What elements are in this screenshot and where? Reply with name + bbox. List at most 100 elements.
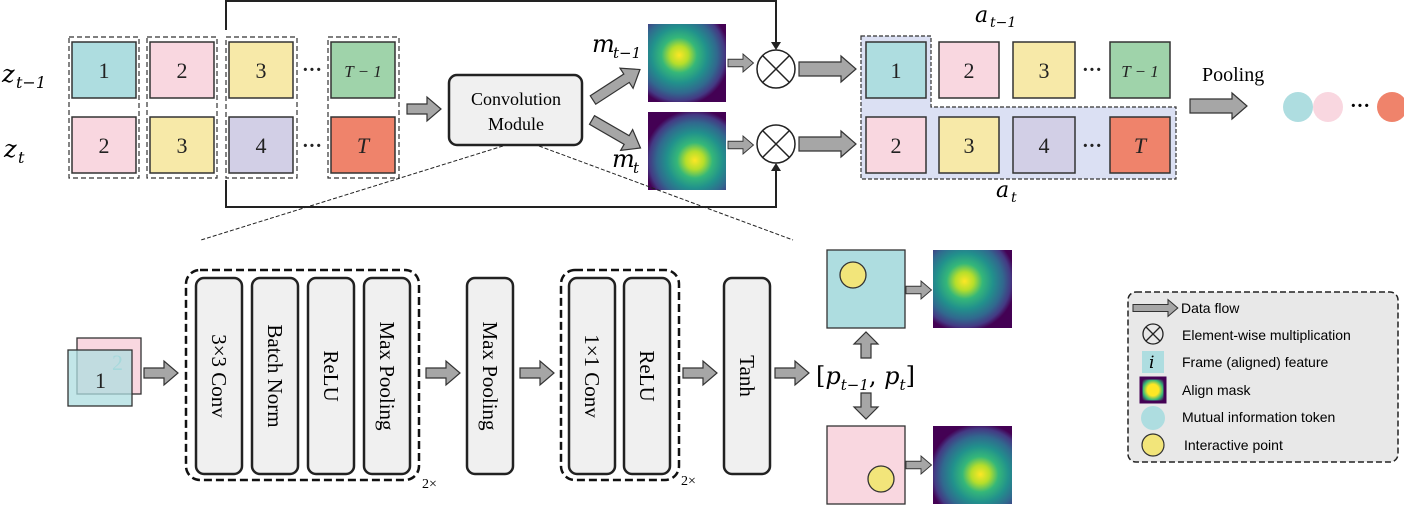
point-frame-bottom (826, 425, 906, 505)
points-label: [pt−1, pt] (816, 362, 915, 394)
legend-label: Interactive point (1184, 437, 1283, 453)
input-frame-labels: 1 2 3 T − 1 2 3 4 T ··· ··· (99, 58, 382, 158)
layer-label: Batch Norm (263, 324, 287, 427)
aligned-frames (865, 41, 1171, 174)
layer-batch-norm (250, 276, 300, 476)
column-group (68, 36, 140, 179)
frame-label: 3 (256, 58, 267, 83)
column-group (327, 36, 400, 179)
align-mask-bottom (648, 112, 726, 190)
mask-label-bottom-sub: t (633, 159, 640, 177)
mask-label-top-main: m (592, 30, 615, 58)
column-group (146, 36, 218, 179)
align-mask-result-bottom (933, 426, 1012, 504)
frame-top-T-1 (330, 41, 396, 99)
layer-relu (306, 276, 356, 476)
legend-label: Element-wise multiplication (1182, 327, 1351, 343)
legend-item-token: Mutual information token (1141, 406, 1335, 430)
repeat-count-2: 2× (681, 474, 696, 489)
layer-label: Max Pooling (375, 321, 399, 431)
arrow-icon (1132, 298, 1179, 318)
layer-1x1-conv (567, 276, 617, 476)
aligned-label-bottom-sub: t (1011, 190, 1017, 206)
layer-label: Max Pooling (478, 321, 502, 431)
repeat-count-1: 2× (422, 477, 437, 492)
repeat-block-2 (559, 268, 681, 482)
arrow-icon (406, 96, 442, 122)
aligned-frame-bottom-2 (865, 116, 927, 174)
frame-label: 2 (177, 58, 188, 83)
legend-item-interactive-point: Interactive point (1141, 433, 1283, 457)
ellipsis: ··· (1082, 59, 1102, 81)
convolution-module (447, 73, 584, 147)
arrow-icon (852, 392, 880, 420)
frame-label: T (1134, 133, 1148, 158)
pooling-label: Pooling (1202, 64, 1264, 86)
detail-input-front (67, 349, 133, 407)
skip-line-bottom (225, 167, 777, 208)
frame-top-2 (149, 41, 215, 99)
arrow-icon (774, 360, 810, 386)
frame-top-1 (71, 41, 137, 99)
aligned-frame-bottom-T (1109, 116, 1171, 174)
aligned-frame-top-2 (938, 41, 1000, 99)
interactive-point-icon (867, 465, 895, 493)
legend-box (1127, 291, 1399, 463)
multiply-icon (756, 124, 796, 164)
skip-arrowhead (771, 42, 781, 50)
zoom-guide-line (200, 145, 504, 241)
frame-bottom-T (330, 116, 396, 174)
input-row-labels: z t−1 z t (1, 60, 46, 167)
column-group (225, 36, 298, 179)
ellipsis: ··· (1082, 135, 1102, 157)
layer-relu-2 (622, 276, 672, 476)
aligned-frame-bottom-3 (938, 116, 1000, 174)
frame-label: 3 (964, 133, 975, 158)
zoom-guide-line (538, 145, 794, 241)
frame-label: T (357, 133, 371, 158)
arrow-icon (425, 360, 461, 386)
layer-label: ReLU (319, 350, 343, 401)
frame-label: 4 (256, 133, 267, 158)
arrow-icon (798, 129, 857, 159)
token-icon (1141, 406, 1165, 430)
ellipsis: ··· (302, 135, 322, 157)
row-label-zt-main: z (3, 135, 17, 163)
aligned-label-top-main: a (975, 3, 988, 28)
arrow-icon (1189, 91, 1248, 121)
frame-bottom-2 (71, 116, 137, 174)
frame-bottom-3 (149, 116, 215, 174)
repeat-block-1 (184, 268, 421, 482)
input-column-groups (68, 36, 400, 179)
token-icon (1283, 92, 1313, 122)
skip-arrowhead (771, 163, 781, 171)
frame-bottom-4 (228, 116, 294, 174)
conv-module-line1: Convolution (471, 89, 561, 109)
arrow-icon (682, 360, 718, 386)
token-icon (1313, 92, 1343, 122)
frame-label: T − 1 (1121, 62, 1159, 81)
aligned-frame-top-T-1 (1109, 41, 1171, 99)
aligned-frame-top-3 (1012, 41, 1076, 99)
interactive-point-icon (1141, 433, 1165, 457)
skip-line-top (225, 0, 777, 45)
interactive-point-icon (839, 261, 867, 289)
frame-label: 3 (1039, 58, 1050, 83)
legend-label: Data flow (1181, 300, 1240, 316)
layer-max-pooling (362, 276, 412, 476)
multiply-icon (756, 49, 796, 89)
legend-item-frame-feature: i Frame (aligned) feature (1142, 351, 1329, 373)
align-mask-icon (1139, 376, 1167, 404)
arrow-icon (588, 114, 642, 152)
frame-label: 2 (964, 58, 975, 83)
align-mask-result-top (933, 250, 1012, 328)
arrow-icon (727, 135, 754, 155)
conv-module-line2: Module (488, 114, 544, 134)
aligned-label-top-sub: t−1 (990, 15, 1016, 31)
frame-feature-glyph: i (1149, 353, 1154, 373)
align-mask-top (648, 24, 726, 102)
frame-label: 1 (99, 58, 110, 83)
point-frame-top (826, 249, 906, 329)
legend-label: Frame (aligned) feature (1182, 354, 1329, 370)
